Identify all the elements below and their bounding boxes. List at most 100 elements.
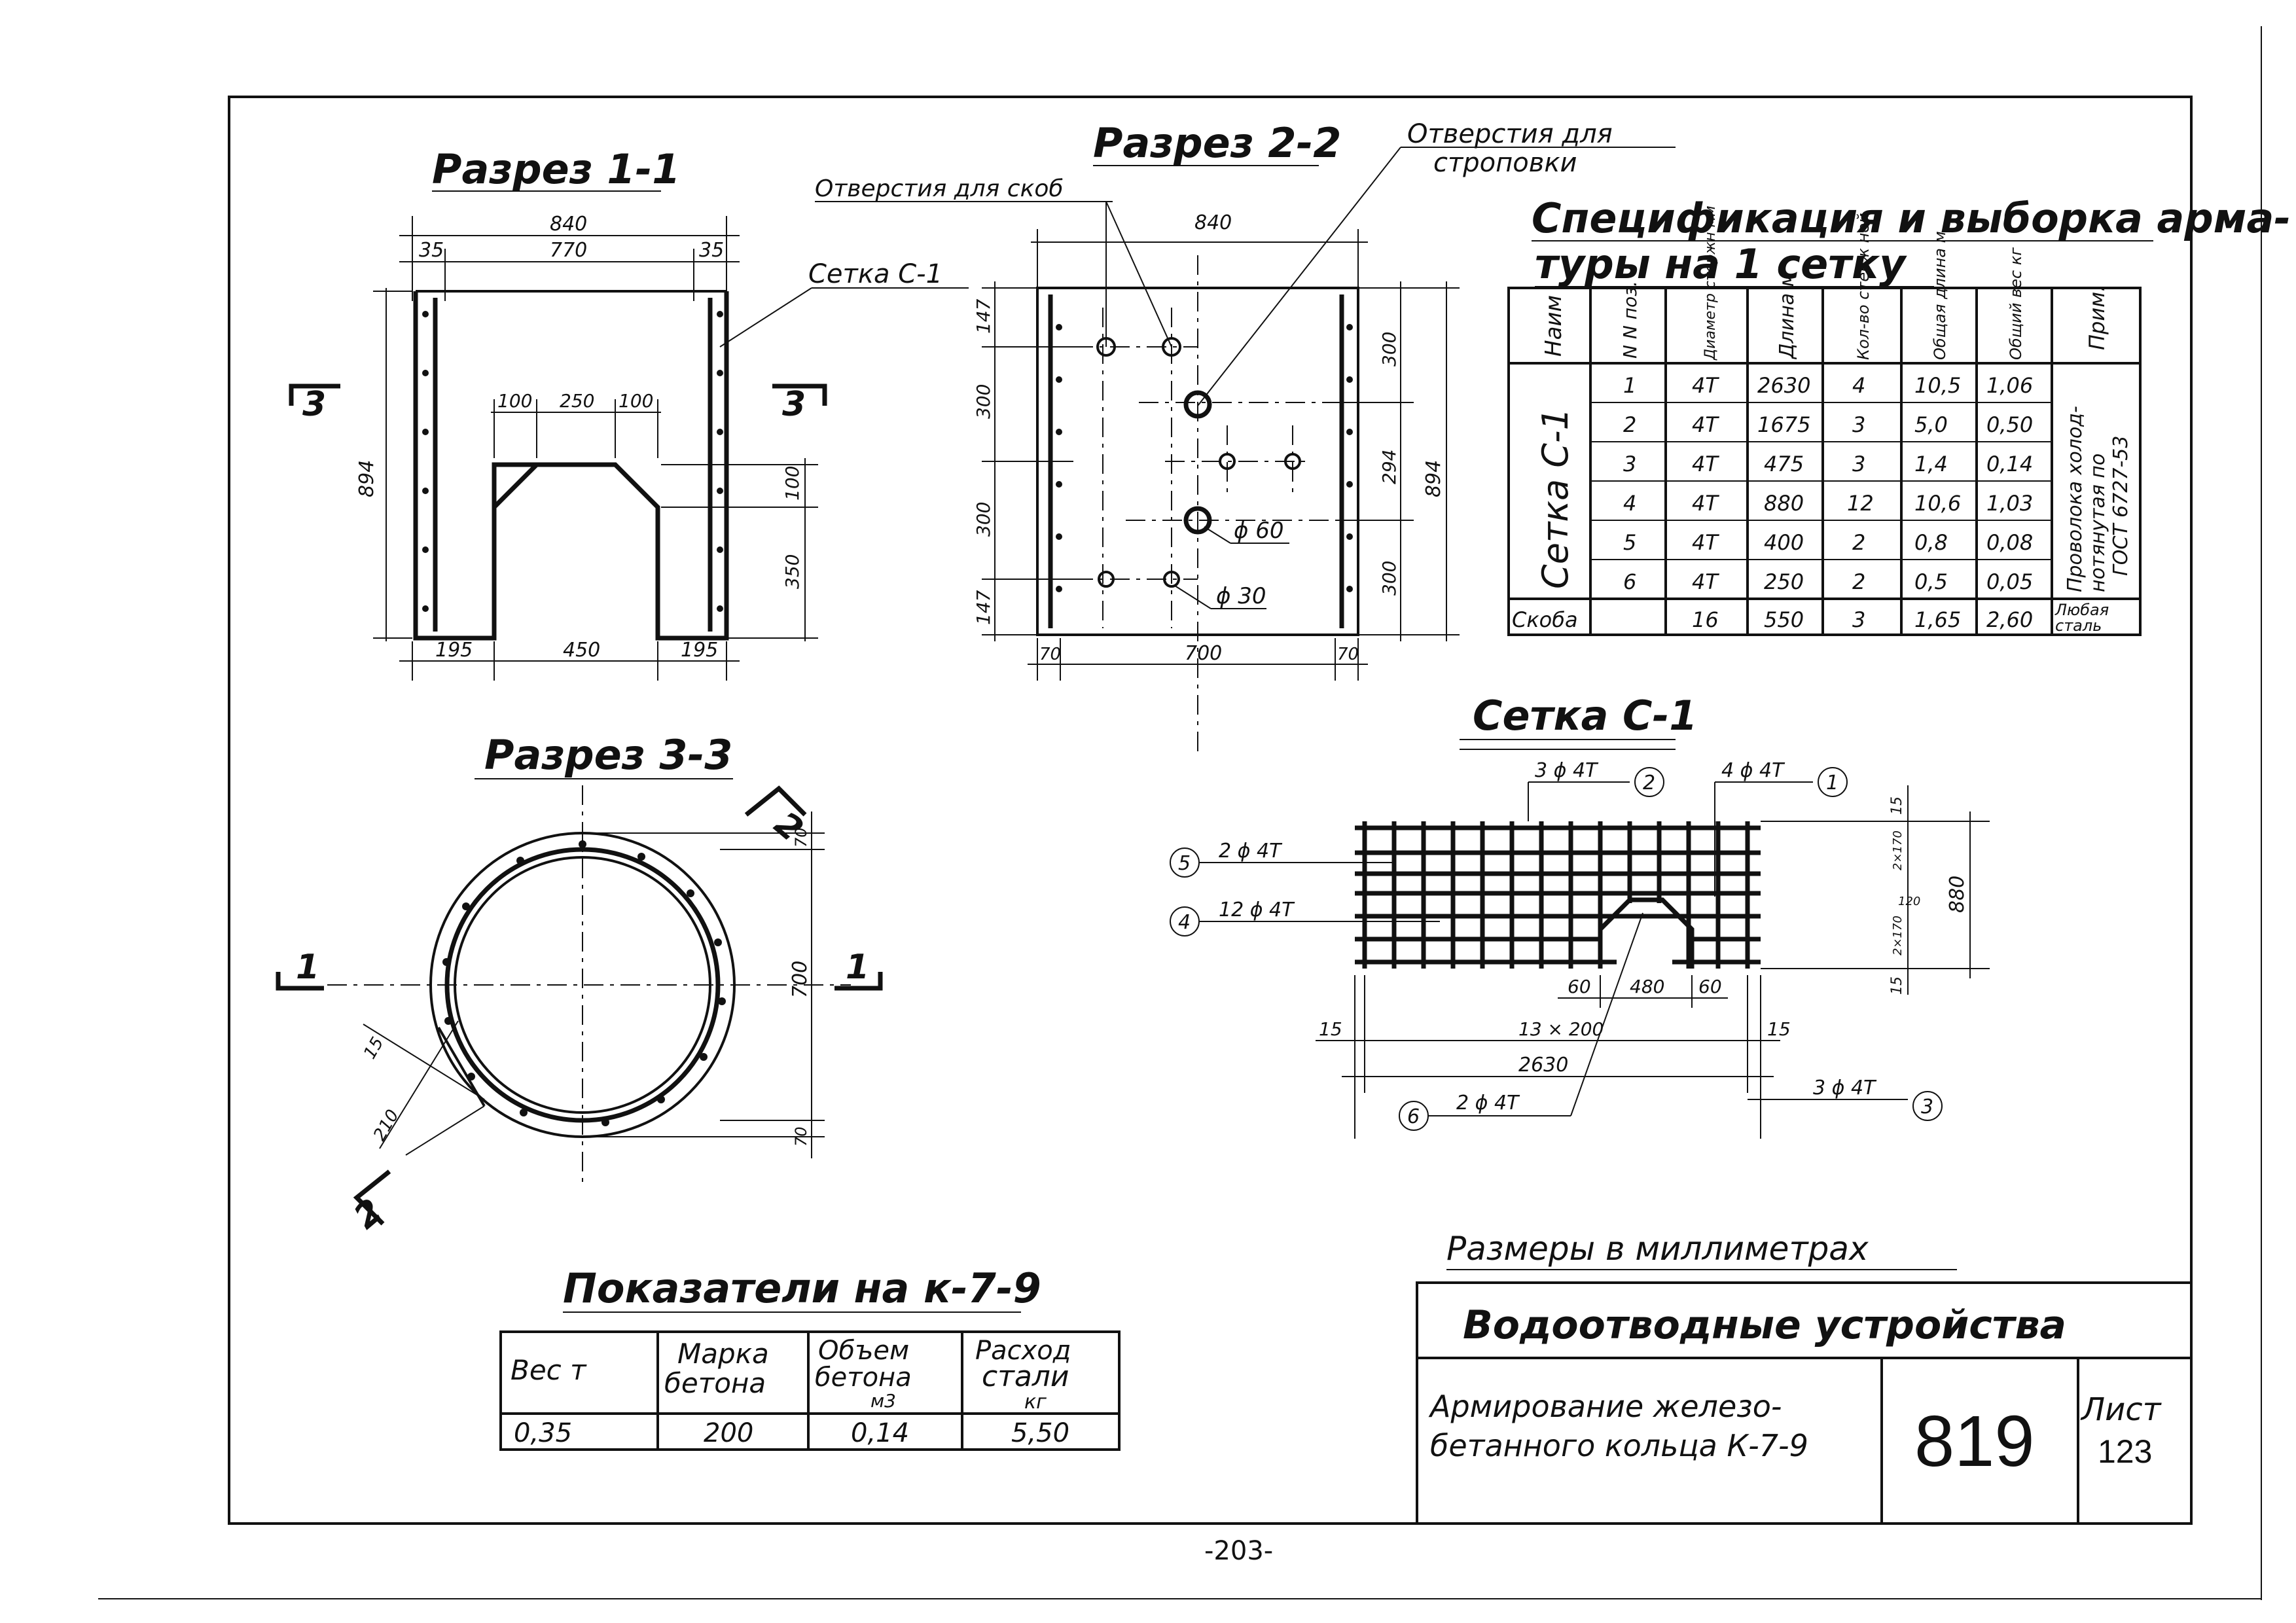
mesh-dim-2630: 2630 xyxy=(1518,1054,1568,1077)
mesh-dim-60-left: 60 xyxy=(1568,976,1591,997)
spec-note-mesh-3: ГОСТ 6727-53 xyxy=(2109,436,2132,576)
ind-value-steel: 5,50 xyxy=(1011,1418,1069,1448)
spec-r5-len: 400 xyxy=(1764,530,1804,555)
dim-294: 294 xyxy=(1378,450,1400,484)
spec-header-weight: Общий вес кг xyxy=(2007,247,2025,360)
section-3-3: Разрез 3-3 70 700 70 15 210 1 1 2 2 xyxy=(276,731,883,1237)
ind-header-grade-2: бетона xyxy=(664,1367,766,1399)
spec-r5-diam: 4T xyxy=(1692,530,1719,555)
dim-770: 770 xyxy=(550,239,587,262)
spec-note-bracket-2: сталь xyxy=(2055,616,2102,635)
mesh-dim-15-right: 15 xyxy=(1767,1018,1791,1040)
dim-70-bottom: 70 xyxy=(792,1126,810,1147)
mesh-callout-1-num: 1 xyxy=(1826,772,1839,794)
spec-header-note: Прим. xyxy=(2085,285,2109,350)
dim-700: 700 xyxy=(1185,642,1222,665)
spec-r3-weight: 0,14 xyxy=(1986,452,2033,476)
ind-header-steel-1: Расход xyxy=(975,1336,1071,1366)
stamp-desc-2: бетанного кольца К-7-9 xyxy=(1430,1428,1808,1463)
mesh-callout-3-text: 3 ϕ 4T xyxy=(1813,1077,1877,1099)
cut-1-right: 1 xyxy=(846,948,869,987)
mesh-callout-6-num: 6 xyxy=(1407,1105,1420,1128)
section-1-1: Разрез 1-1 840 35 770 35 100 250 100 xyxy=(289,145,969,681)
section-2-2-title: Разрез 2-2 xyxy=(1093,119,1341,167)
spec-r4-pos: 4 xyxy=(1623,491,1636,516)
dim-840-2: 840 xyxy=(1194,211,1232,234)
spec-r1-weight: 1,06 xyxy=(1986,373,2033,398)
spec-r5-cnt: 2 xyxy=(1852,530,1865,555)
section-2-2: Разрез 2-2 Отверстия для скоб Отверстия … xyxy=(815,119,1676,753)
dim-210-slant: 210 xyxy=(370,1107,403,1145)
mesh-callout-6-text: 2 ϕ 4T xyxy=(1456,1092,1520,1115)
mesh-callout-1-text: 4 ϕ 4T xyxy=(1721,759,1785,782)
spec-header-pos: N N поз. xyxy=(1619,281,1641,359)
ind-value-grade: 200 xyxy=(704,1418,753,1448)
spec-bracket-total: 1,65 xyxy=(1914,607,1961,632)
ind-header-grade-1: Марка xyxy=(677,1338,769,1370)
spec-headers: Наим N N поз. Диаметр стержн мм Длина м … xyxy=(1541,205,2109,361)
dim-70-left: 70 xyxy=(1039,645,1061,664)
ind-header-volume-3: м3 xyxy=(870,1390,896,1412)
spec-header-length: Длина м xyxy=(1776,272,1799,360)
phi-60: ϕ 60 xyxy=(1234,518,1284,544)
ind-header-volume-2: бетона xyxy=(815,1363,912,1393)
spec-r2-weight: 0,50 xyxy=(1986,412,2033,437)
mesh-dim-13x200: 13 × 200 xyxy=(1518,1018,1604,1040)
mesh-dim-15-left: 15 xyxy=(1319,1018,1342,1040)
dim-250: 250 xyxy=(560,390,594,412)
stamp-header: Водоотводные устройства xyxy=(1463,1302,2066,1348)
dim-100-left: 100 xyxy=(497,390,532,412)
ind-header-volume-1: Объем xyxy=(818,1336,909,1366)
stamp-sheet-number: 123 xyxy=(2098,1433,2152,1470)
spec-note-bracket-1: Любая xyxy=(2054,601,2109,619)
spec-note-mesh-1: Проволока холод- xyxy=(2064,406,2087,592)
mesh-dim-120: 120 xyxy=(1898,895,1920,908)
mesh-c1: Сетка С-1 xyxy=(1170,692,1990,1139)
spec-r3-total: 1,4 xyxy=(1914,452,1948,476)
dim-147-bottom: 147 xyxy=(973,590,994,625)
stamp-sheet-label: Лист xyxy=(2080,1391,2162,1428)
mesh-callout-3-num: 3 xyxy=(1921,1096,1933,1118)
spec-title-2: туры на 1 сетку xyxy=(1535,240,1907,288)
ring-rebar-dots xyxy=(442,840,726,1126)
dim-35-right: 35 xyxy=(699,239,724,262)
dim-350-vert: 350 xyxy=(781,554,803,589)
spec-r4-len: 880 xyxy=(1764,491,1804,516)
mesh-dim-2x170-bottom: 2×170 xyxy=(1891,916,1905,955)
spec-header-name: Наим xyxy=(1541,295,1567,357)
spec-bracket-diam: 16 xyxy=(1692,607,1719,632)
cut-1-left: 1 xyxy=(296,948,319,987)
dim-700-vert: 700 xyxy=(789,961,812,998)
holes-sling-label-1: Отверстия для xyxy=(1407,119,1613,149)
section-2-2-rebar-dots xyxy=(1056,324,1353,592)
dim-100-vert: 100 xyxy=(781,466,803,501)
spec-r4-diam: 4T xyxy=(1692,491,1719,516)
mesh-dim-2x170-top: 2×170 xyxy=(1891,830,1905,870)
spec-header-diam: Диаметр стержн мм xyxy=(1702,205,1719,361)
section-1-1-rebar-dots xyxy=(422,311,723,612)
sheet-frame xyxy=(228,96,2193,1525)
spec-r3-len: 475 xyxy=(1764,452,1804,476)
spec-r5-pos: 5 xyxy=(1623,530,1636,555)
ind-header-steel-3: кг xyxy=(1024,1391,1047,1414)
spec-bracket-name: Скоба xyxy=(1512,607,1578,632)
spec-r2-len: 1675 xyxy=(1757,412,1810,437)
ind-value-volume: 0,14 xyxy=(851,1418,909,1448)
spec-r3-cnt: 3 xyxy=(1852,452,1865,476)
spec-r2-total: 5,0 xyxy=(1914,412,1948,437)
ind-header-weight: Вес т xyxy=(511,1354,587,1386)
mesh-callout: Сетка С-1 xyxy=(808,259,942,289)
spec-bracket-len: 550 xyxy=(1764,607,1804,632)
ind-header-steel-2: стали xyxy=(982,1360,1069,1393)
dim-894-left: 894 xyxy=(355,460,378,497)
dim-300-top: 300 xyxy=(973,384,994,419)
spec-group-mesh: Сетка С-1 xyxy=(1535,408,1576,589)
mesh-vertical-bars xyxy=(1362,821,1750,969)
title-block: Размеры в миллиметрах Водоотводные устро… xyxy=(1416,1230,2193,1525)
spec-r6-total: 0,5 xyxy=(1914,569,1948,594)
dim-100-right: 100 xyxy=(619,390,653,412)
mesh-dim-15-top: 15 xyxy=(1889,796,1905,815)
mesh-callout-2-num: 2 xyxy=(1643,772,1655,794)
spec-table: Спецификация и выборка арма- туры на 1 с… xyxy=(1507,194,2291,636)
